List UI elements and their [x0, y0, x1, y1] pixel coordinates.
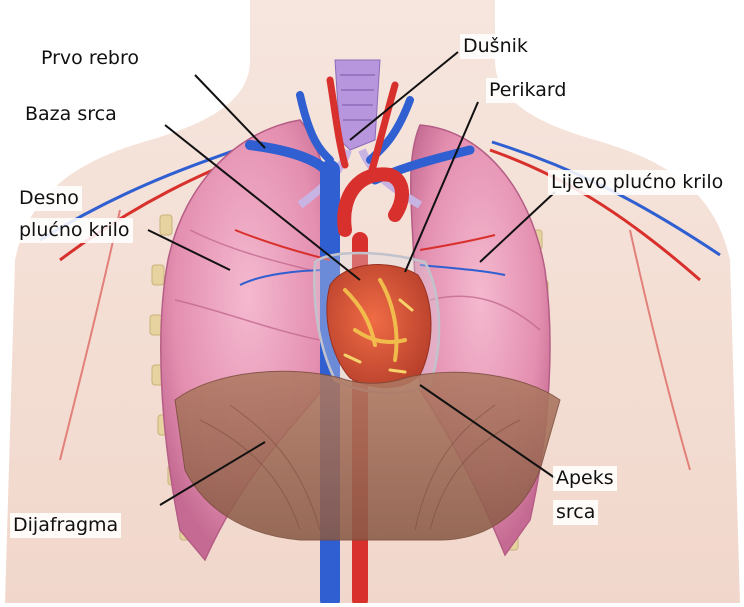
label-baza-srca: Baza srca [22, 102, 120, 127]
label-desno-plucno-krilo-line2: plućno krilo [16, 218, 133, 243]
label-dijafragma: Dijafragma [10, 513, 121, 538]
label-apeks-srca-line1: Apeks [553, 466, 617, 491]
label-lijevo-plucno-krilo: Lijevo plućno krilo [548, 170, 726, 195]
label-apeks-srca-line2: srca [553, 500, 598, 525]
label-desno-plucno-krilo-line1: Desno [16, 186, 82, 211]
diaphragm [175, 371, 560, 540]
label-perikard: Perikard [486, 78, 569, 103]
label-dusnik: Dušnik [460, 34, 531, 59]
label-prvo-rebro: Prvo rebro [38, 46, 142, 71]
